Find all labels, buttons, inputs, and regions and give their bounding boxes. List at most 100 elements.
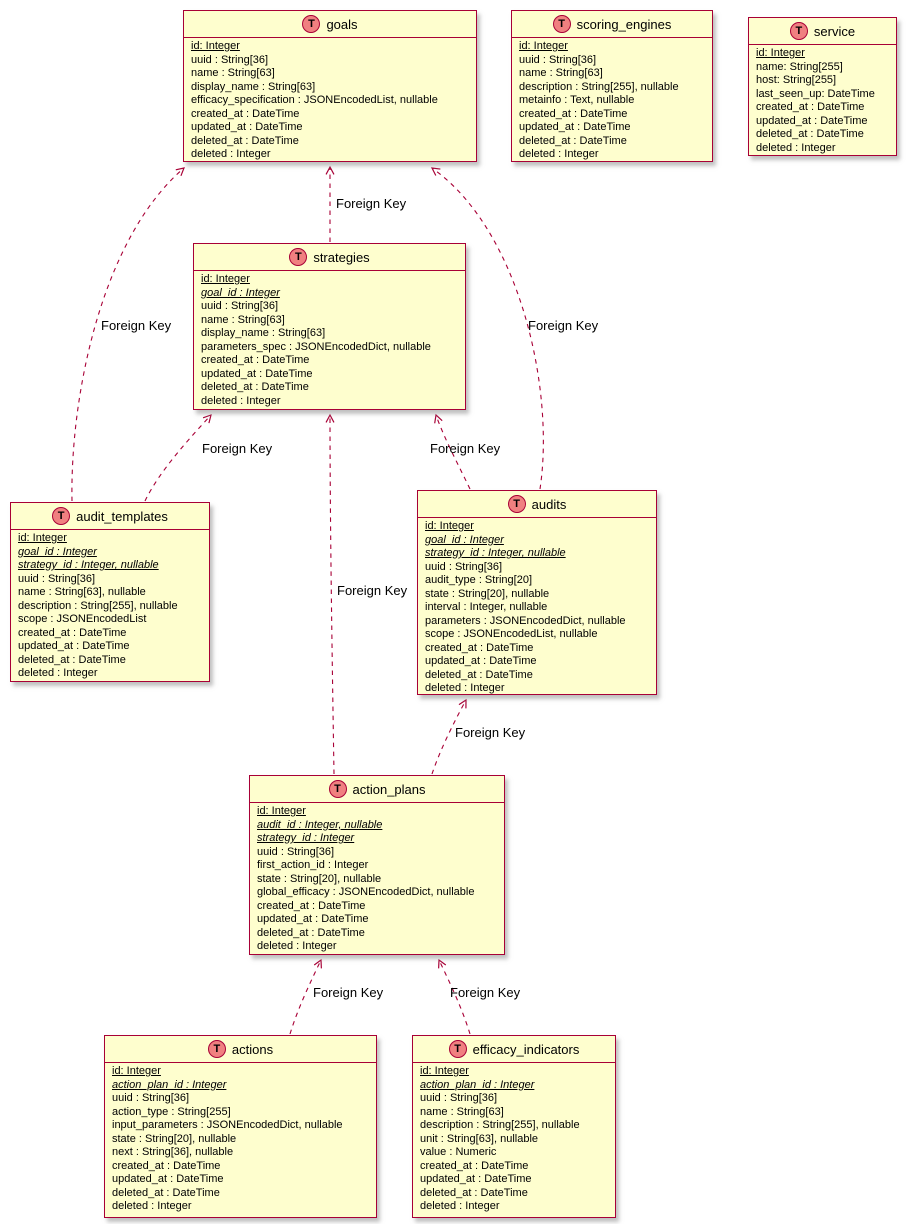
field-row: deleted_at : DateTime [191, 134, 299, 147]
entity-type-icon: T [552, 15, 571, 33]
field-row: created_at : DateTime [191, 107, 300, 120]
relation-label: Foreign Key [528, 318, 599, 333]
field-row: audit_id : Integer, nullable [257, 818, 383, 831]
entity-type-icon: T [289, 248, 308, 266]
field-row: metainfo : Text, nullable [519, 94, 635, 106]
field-row: name: String[255] [756, 60, 843, 73]
field-row: id: Integer [756, 47, 805, 59]
field-row: created_at : DateTime [18, 626, 127, 639]
field-row: deleted : Integer [112, 1200, 192, 1212]
field-row: parameters : JSONEncodedDict, nullable [425, 614, 626, 627]
field-row: uuid : String[36] [257, 845, 335, 858]
field-row: updated_at : DateTime [191, 121, 303, 133]
field-row: id: Integer [519, 40, 568, 52]
entity-type-icon: T [302, 15, 321, 33]
field-row: last_seen_up: DateTime [756, 87, 875, 100]
relation-label: Foreign Key [430, 441, 501, 456]
field-row: parameters_spec : JSONEncodedDict, nulla… [201, 340, 431, 353]
field-row: action_plan_id : Integer [420, 1078, 535, 1091]
entity-type-icon: T [207, 1040, 226, 1058]
field-row: display_name : String[63] [191, 80, 316, 93]
field-row: created_at : DateTime [257, 899, 366, 912]
field-row: efficacy_specification : JSONEncodedList… [191, 94, 438, 106]
field-row: name : String[63] [191, 67, 275, 79]
field-row: deleted : Integer [756, 141, 836, 154]
field-row: id: Integer [425, 520, 474, 532]
field-row: created_at : DateTime [519, 107, 628, 120]
field-row: first_action_id : Integer [257, 859, 369, 871]
table-title: service [813, 23, 856, 39]
field-row: unit : String[63], nullable [420, 1132, 539, 1145]
field-row: updated_at : DateTime [112, 1173, 224, 1185]
field-row: updated_at : DateTime [18, 640, 130, 652]
entity-type-icon: T [52, 507, 71, 525]
entity-type-icon: T [789, 22, 808, 40]
field-row: host: String[255] [756, 74, 837, 86]
relation-audit_templates-to-strategies [144, 414, 212, 502]
field-row: global_efficacy : JSONEncodedDict, nulla… [257, 886, 475, 898]
field-row: name : String[63], nullable [18, 586, 146, 598]
entity-type-icon: T [448, 1040, 467, 1058]
table-title: action_plans [352, 781, 426, 797]
field-row: uuid : String[36] [18, 572, 96, 585]
relation-label: Foreign Key [450, 985, 521, 1000]
field-row: id: Integer [18, 532, 67, 544]
field-row: deleted : Integer [191, 148, 271, 160]
field-row: description : String[255], nullable [519, 80, 679, 93]
field-row: state : String[20], nullable [112, 1132, 237, 1145]
field-row: deleted_at : DateTime [112, 1186, 220, 1199]
field-row: scope : JSONEncodedList, nullable [425, 628, 598, 640]
field-row: deleted : Integer [18, 667, 98, 679]
field-row: name : String[63] [519, 67, 603, 79]
field-row: name : String[63] [201, 313, 285, 326]
field-row: display_name : String[63] [201, 327, 326, 339]
field-row: deleted_at : DateTime [18, 653, 126, 666]
field-row: goal_id : Integer [18, 545, 97, 558]
field-row: uuid : String[36] [420, 1092, 498, 1104]
field-row: description : String[255], nullable [18, 599, 178, 612]
table-title: strategies [313, 249, 370, 265]
entity-type-icon: T [328, 780, 347, 798]
field-row: deleted_at : DateTime [519, 134, 627, 147]
relation-label: Foreign Key [202, 441, 273, 456]
table-title: scoring_engines [576, 16, 672, 32]
field-row: updated_at : DateTime [756, 114, 868, 127]
field-row: description : String[255], nullable [420, 1119, 580, 1131]
relation-label: Foreign Key [101, 318, 172, 333]
field-row: updated_at : DateTime [201, 367, 313, 380]
field-row: deleted : Integer [420, 1200, 500, 1212]
field-row: interval : Integer, nullable [425, 601, 548, 613]
field-row: created_at : DateTime [756, 101, 865, 113]
field-row: id: Integer [191, 40, 240, 52]
table-title: audit_templates [76, 508, 168, 524]
table-title: actions [231, 1041, 274, 1057]
field-row: value : Numeric [420, 1146, 497, 1158]
table-title: efficacy_indicators [472, 1041, 580, 1057]
field-row: scope : JSONEncodedList [18, 613, 147, 625]
field-row: deleted_at : DateTime [425, 668, 533, 681]
relation-label: Foreign Key [313, 985, 384, 1000]
field-row: deleted : Integer [519, 148, 599, 160]
field-row: created_at : DateTime [201, 354, 310, 366]
field-row: uuid : String[36] [425, 560, 503, 573]
field-row: deleted_at : DateTime [257, 926, 365, 939]
field-row: id: Integer [112, 1065, 161, 1077]
field-row: updated_at : DateTime [519, 121, 631, 133]
field-row: updated_at : DateTime [425, 655, 537, 667]
